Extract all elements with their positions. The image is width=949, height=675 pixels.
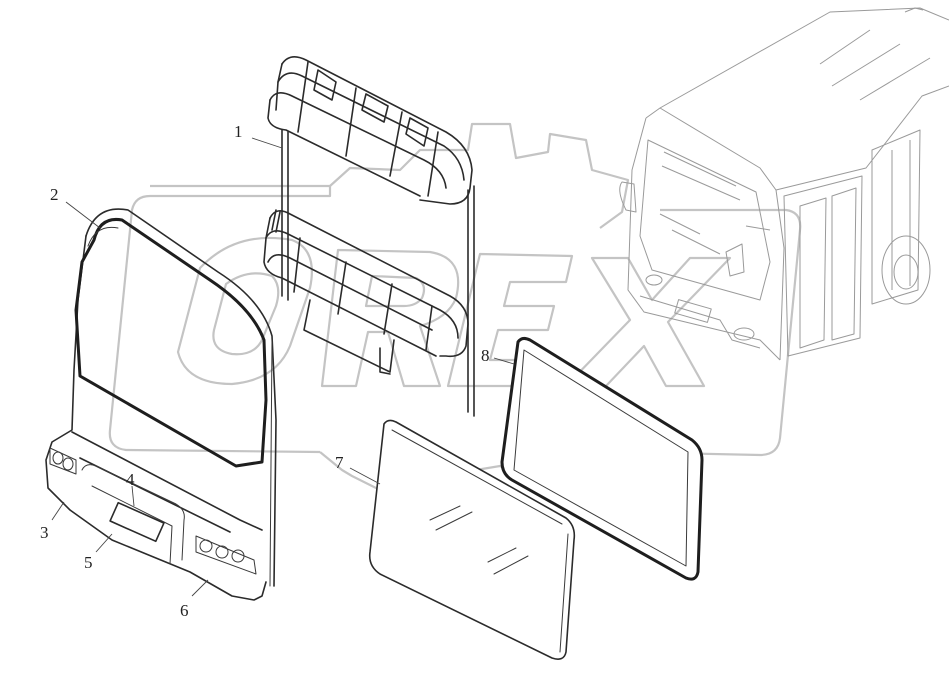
callout-4: 4 — [126, 470, 135, 489]
part-8-rear-window — [500, 336, 704, 581]
callout-7: 7 — [335, 453, 344, 472]
callout-5: 5 — [84, 553, 93, 572]
callout-8: 8 — [481, 346, 490, 365]
bus-illustration — [619, 7, 949, 361]
part-1-roof-frame — [263, 56, 475, 417]
part-2-front-panel — [45, 208, 277, 601]
callouts: 1 2 3 4 5 6 7 8 — [40, 122, 490, 620]
callout-1: 1 — [234, 122, 243, 141]
callout-2: 2 — [50, 185, 59, 204]
part-7-windshield — [368, 419, 576, 660]
callout-3: 3 — [40, 523, 49, 542]
leader-lines — [51, 137, 515, 597]
callout-6: 6 — [180, 601, 189, 620]
